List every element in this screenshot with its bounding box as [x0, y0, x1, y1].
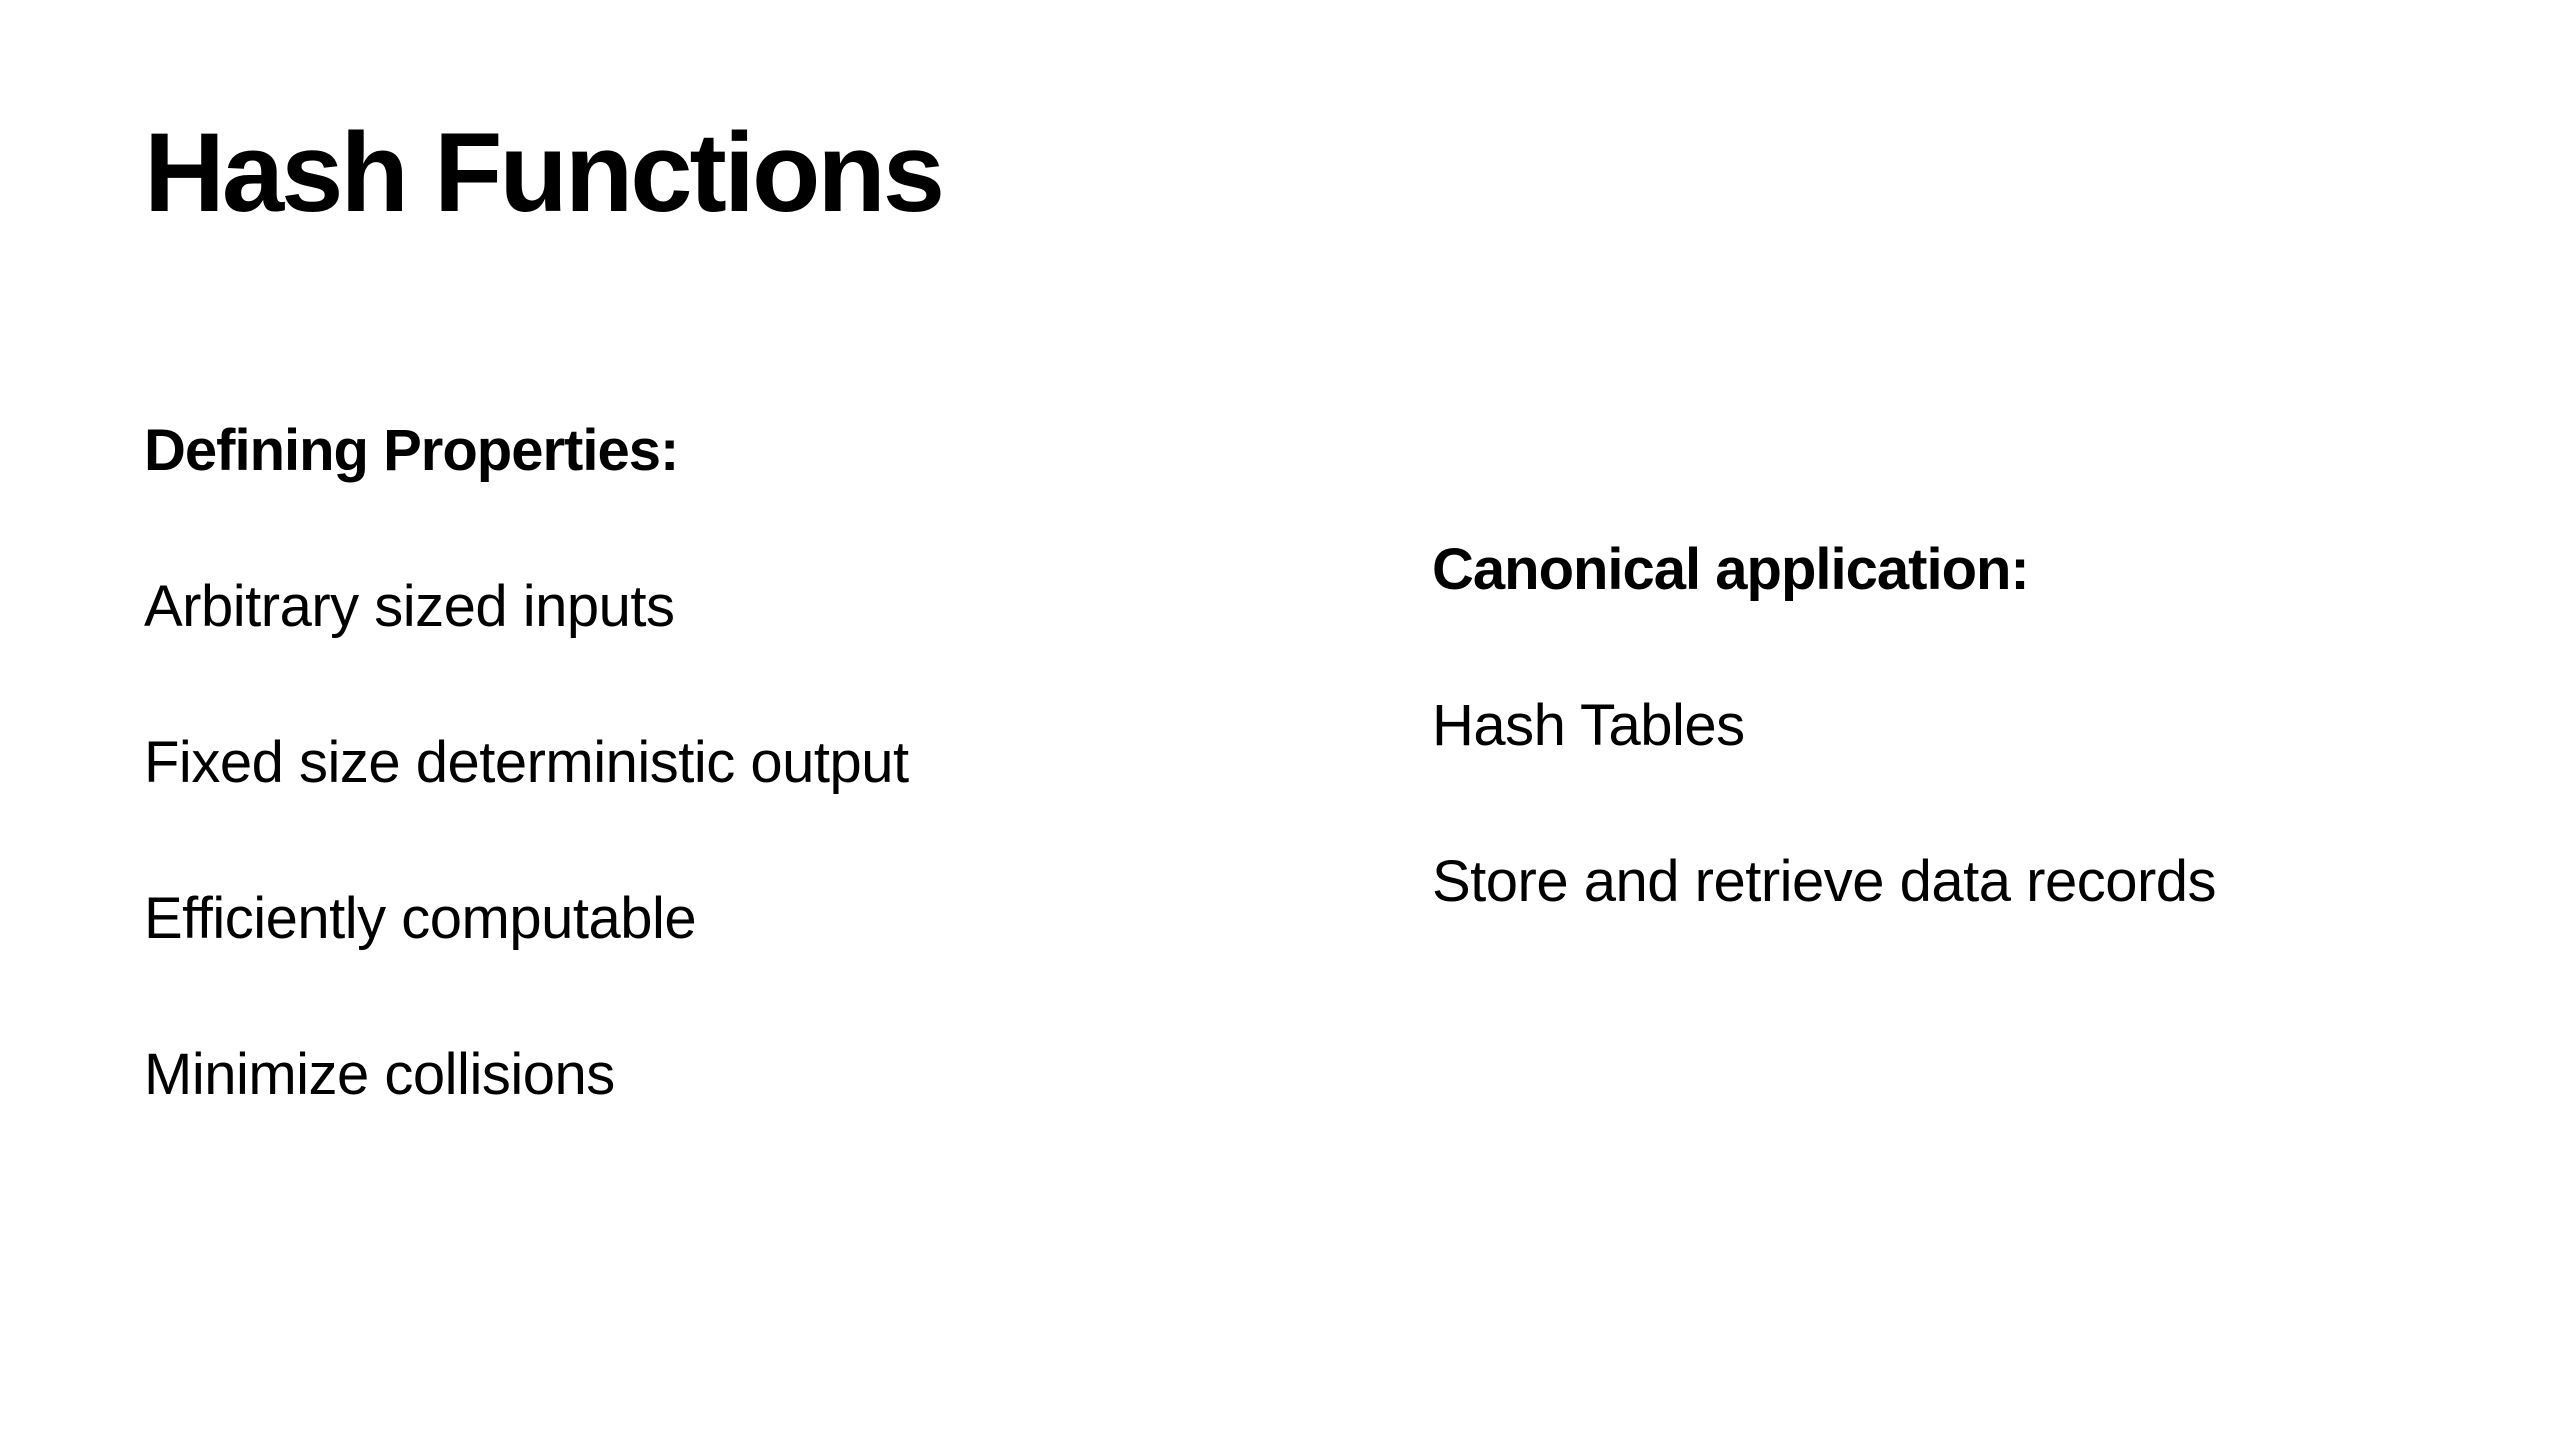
canonical-application-list: Hash Tables Store and retrieve data reco… [1432, 679, 2492, 929]
defining-properties-list: Arbitrary sized inputs Fixed size determ… [144, 560, 1324, 1122]
defining-properties-column: Defining Properties: Arbitrary sized inp… [144, 404, 1324, 1122]
list-item: Hash Tables [1432, 693, 1745, 758]
list-item: Efficiently computable [144, 886, 697, 951]
canonical-application-heading: Canonical application: [1432, 537, 2030, 602]
canonical-application-column: Canonical application: Hash Tables Store… [1432, 523, 2492, 929]
list-item: Fixed size deterministic output [144, 730, 909, 795]
list-item: Arbitrary sized inputs [144, 574, 675, 639]
slide-title: Hash Functions [144, 110, 945, 235]
defining-properties-heading: Defining Properties: [144, 418, 679, 483]
list-item: Minimize collisions [144, 1042, 615, 1107]
list-item: Store and retrieve data records [1432, 849, 2217, 914]
